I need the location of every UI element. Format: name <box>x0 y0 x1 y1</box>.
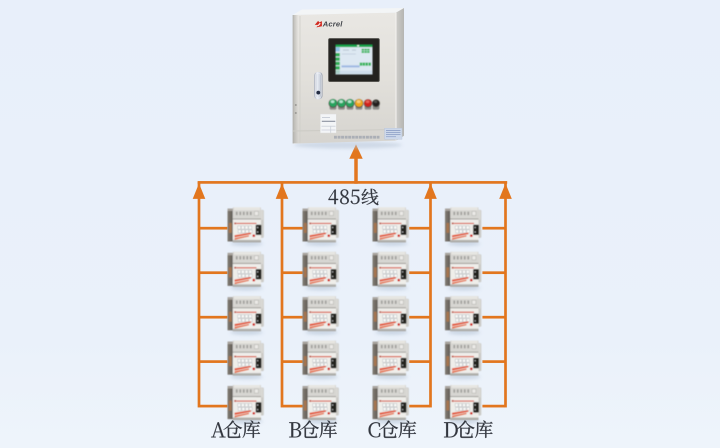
svg-text:Acrel: Acrel <box>322 20 343 29</box>
